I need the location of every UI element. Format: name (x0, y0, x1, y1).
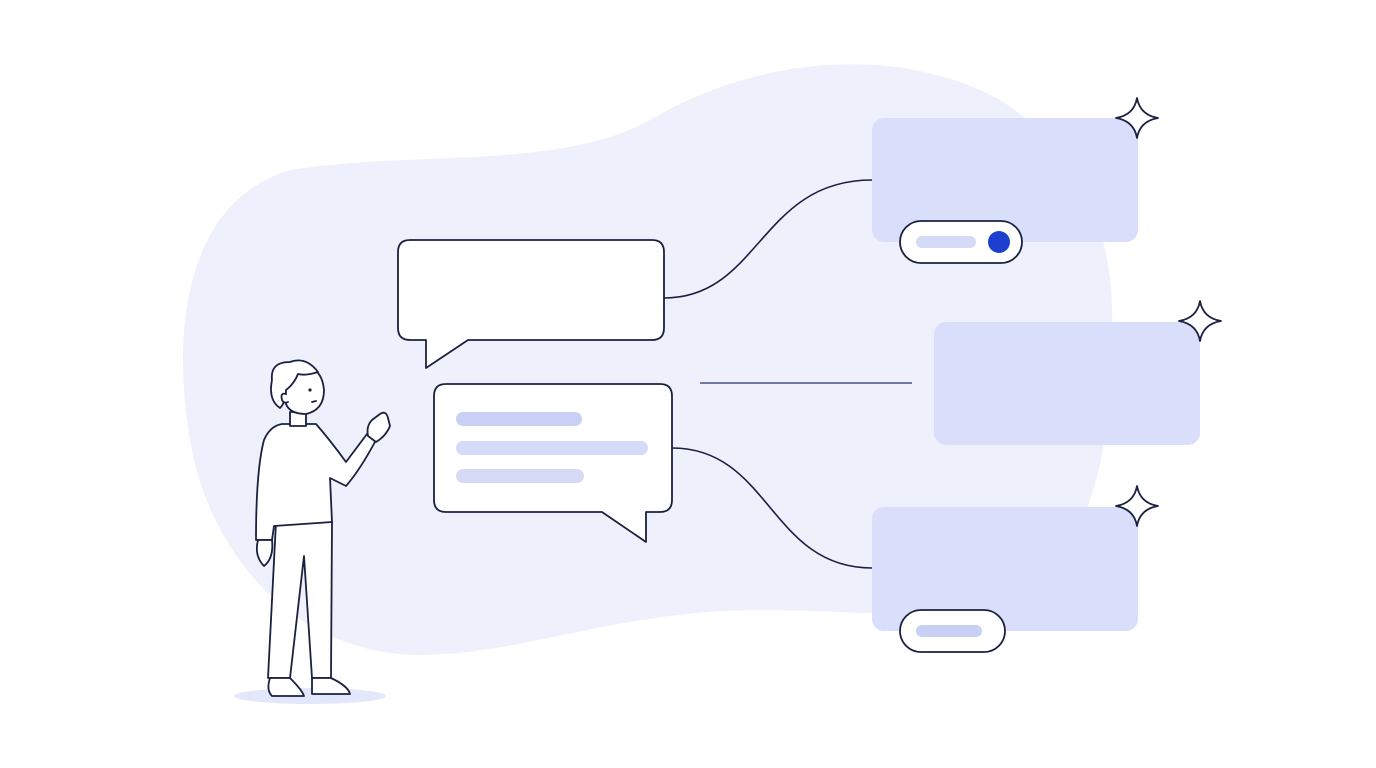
sparkle-icon (1115, 97, 1159, 139)
speech-bubble-empty (397, 239, 665, 369)
ground-shadow (234, 688, 386, 704)
card-top (872, 118, 1138, 264)
toggle-switch-on[interactable] (899, 220, 1023, 264)
speech-bubble-text (433, 383, 673, 543)
connector-line-top (663, 179, 873, 299)
text-line-placeholder (456, 441, 648, 455)
text-line-placeholder (456, 469, 584, 483)
sparkle-icon (1178, 300, 1222, 342)
sparkle-icon (1115, 485, 1159, 527)
card-bottom (872, 507, 1138, 653)
connector-line-bottom (671, 447, 873, 569)
toggle-knob (988, 231, 1010, 253)
person-waving-icon (234, 359, 391, 704)
text-line-placeholder (456, 412, 582, 426)
toggle-switch-off[interactable] (899, 609, 1006, 653)
card-middle (934, 322, 1200, 445)
